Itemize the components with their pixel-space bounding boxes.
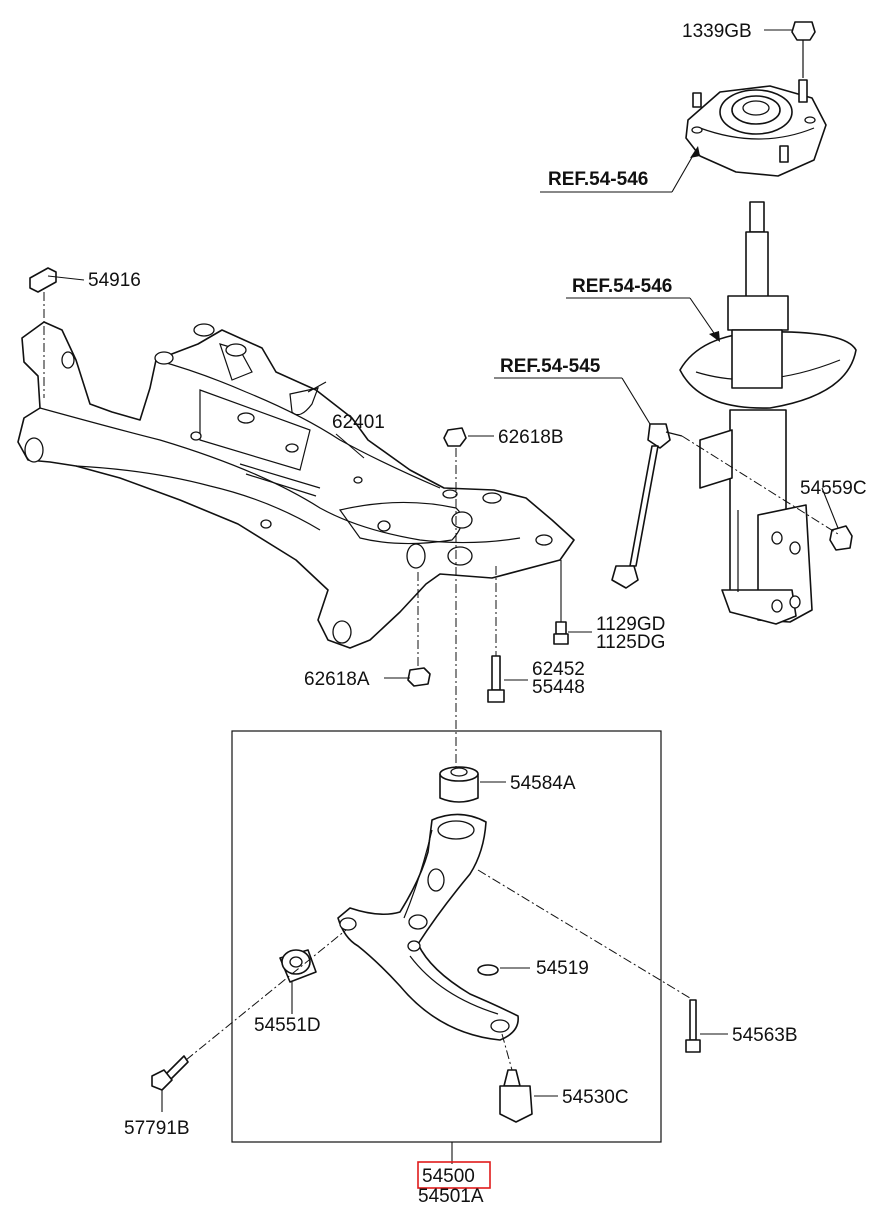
bolt-54563b-illustration — [477, 869, 701, 1053]
nut-54559c-illustration — [829, 525, 853, 551]
label-54501a: 54501A — [418, 1186, 484, 1207]
label-62401: 62401 — [332, 412, 385, 433]
bolt-1129gd-illustration — [553, 560, 569, 645]
label-54584a: 54584A — [510, 773, 576, 794]
label-1129gd: 1129GD — [596, 614, 665, 635]
label-62618b: 62618B — [498, 427, 564, 448]
label-54519: 54519 — [536, 958, 589, 979]
ring-54519-illustration — [477, 964, 499, 976]
label-1339gb: 1339GB — [682, 21, 752, 42]
bushing-54584a-illustration — [439, 766, 479, 803]
lower-arm-kit-frame — [231, 730, 662, 1143]
label-54551d: 54551D — [254, 1015, 321, 1036]
label-62618a: 62618A — [304, 669, 370, 690]
strut-mount-illustration — [685, 79, 827, 177]
label-62452: 62452 — [532, 659, 585, 680]
highlight-box-54500 — [417, 1161, 491, 1189]
leader-lines — [161, 29, 839, 1112]
label-54559c: 54559C — [800, 478, 867, 499]
lower-arm-54500-illustration — [337, 813, 519, 1041]
bushing-54551d-illustration — [279, 949, 317, 983]
label-54916: 54916 — [88, 270, 141, 291]
label-ref-54-545-link[interactable]: REF.54-545 — [500, 356, 601, 377]
label-57791b: 57791B — [124, 1118, 190, 1139]
label-54563b: 54563B — [732, 1025, 798, 1046]
bolt-62618b-illustration — [443, 427, 467, 770]
nut-1339gb-illustration — [791, 21, 816, 78]
label-ref-54-546-mount[interactable]: REF.54-546 — [548, 169, 648, 190]
label-ref-54-546-strut[interactable]: REF.54-546 — [572, 276, 672, 297]
nut-62618a-illustration — [407, 572, 431, 687]
strut-assembly-illustration — [679, 201, 857, 625]
label-54530c: 54530C — [562, 1087, 629, 1108]
crossmember-62401-illustration — [17, 321, 575, 649]
bolt-57791b-illustration — [151, 929, 347, 1091]
bolt-62452-illustration — [487, 566, 505, 703]
label-1125dg: 1125DG — [596, 632, 665, 653]
stabilizer-link-illustration — [611, 423, 683, 589]
ball-joint-54530c-illustration — [499, 1033, 533, 1123]
label-55448: 55448 — [532, 677, 585, 698]
block-54916-illustration — [29, 267, 85, 398]
label-54500[interactable]: 54500 — [422, 1166, 475, 1187]
